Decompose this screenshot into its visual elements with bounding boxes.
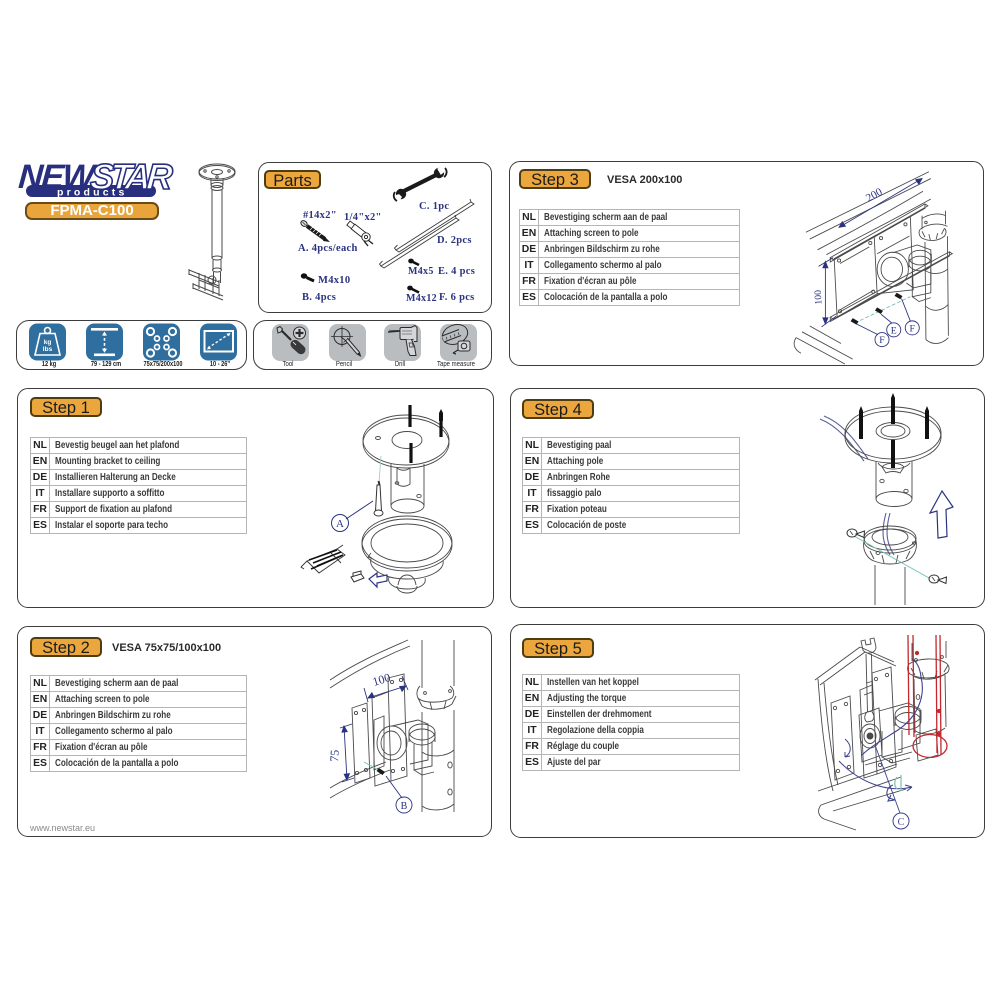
svg-text:A. 4pcs/each: A. 4pcs/each — [298, 243, 358, 254]
svg-text:100: 100 — [371, 670, 392, 689]
svg-text:B. 4pcs: B. 4pcs — [302, 292, 336, 303]
svg-text:A: A — [336, 518, 344, 530]
svg-text:C: C — [898, 817, 905, 828]
svg-text:#14x2": #14x2" — [303, 210, 337, 221]
svg-text:M4x12: M4x12 — [406, 293, 437, 304]
svg-text:M4x10: M4x10 — [318, 275, 350, 286]
svg-text:F: F — [879, 335, 885, 346]
svg-text:D. 2pcs: D. 2pcs — [437, 235, 472, 246]
svg-text:E: E — [891, 325, 897, 336]
svg-text:75: 75 — [327, 749, 342, 762]
svg-text:B: B — [401, 801, 408, 812]
svg-text:1/4"x2": 1/4"x2" — [344, 212, 382, 223]
svg-text:100: 100 — [813, 290, 825, 305]
svg-text:STAR: STAR — [89, 156, 174, 197]
svg-text:E. 4 pcs: E. 4 pcs — [438, 266, 475, 277]
svg-text:lbs: lbs — [43, 346, 53, 353]
svg-text:F. 6 pcs: F. 6 pcs — [439, 292, 475, 303]
svg-text:products: products — [57, 187, 128, 199]
svg-text:F: F — [910, 323, 916, 334]
svg-text:C. 1pc: C. 1pc — [419, 201, 449, 212]
svg-text:kg: kg — [44, 339, 52, 346]
svg-text:NEW: NEW — [17, 158, 99, 196]
svg-text:M4x5: M4x5 — [408, 266, 434, 277]
